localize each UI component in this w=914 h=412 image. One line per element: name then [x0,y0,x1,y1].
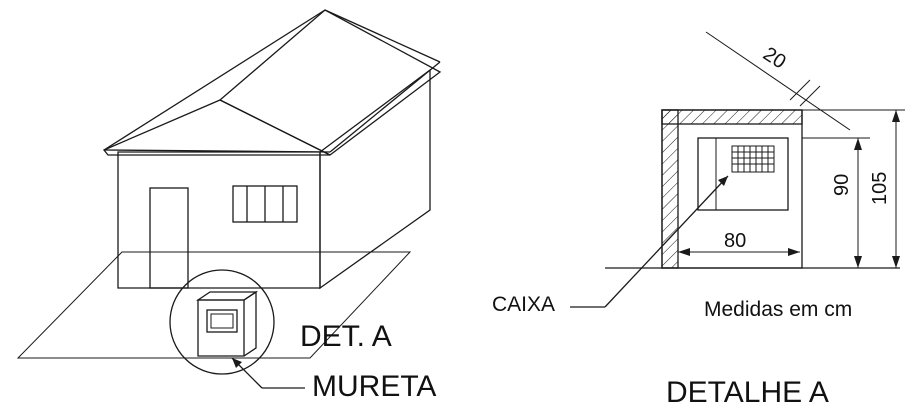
caixa-box [697,137,789,211]
house-front-wall [117,151,321,289]
detail-callout-circle [169,269,275,375]
ground-plane [16,251,412,359]
meter-display [731,145,775,173]
detail-a-drawing: 20 80 90 105 [570,31,905,308]
medidas-note: Medidas em cm [704,298,852,321]
door [149,187,189,289]
roof-gable [102,99,331,156]
house-drawing [16,9,442,359]
mureta-box [206,309,238,333]
dim-box-height: 90 [802,137,870,268]
mureta-leader [231,357,305,389]
caixa-label: CAIXA [492,293,555,316]
dim-thickness-value: 20 [759,43,790,74]
caixa-leader [570,175,729,308]
dim-total-height-value: 105 [869,172,891,205]
roof-slope [218,9,442,156]
window [232,185,298,223]
dim-width: 80 [678,230,800,256]
detalhe-a-title: DETALHE A [666,376,829,409]
dim-box-height-value: 90 [831,174,853,196]
det-a-label: DET. A [300,320,392,353]
house-side-wall [319,68,431,290]
dim-width-value: 80 [724,230,746,252]
mureta-label: MURETA [312,370,436,403]
dim-total-height: 105 [802,109,905,268]
